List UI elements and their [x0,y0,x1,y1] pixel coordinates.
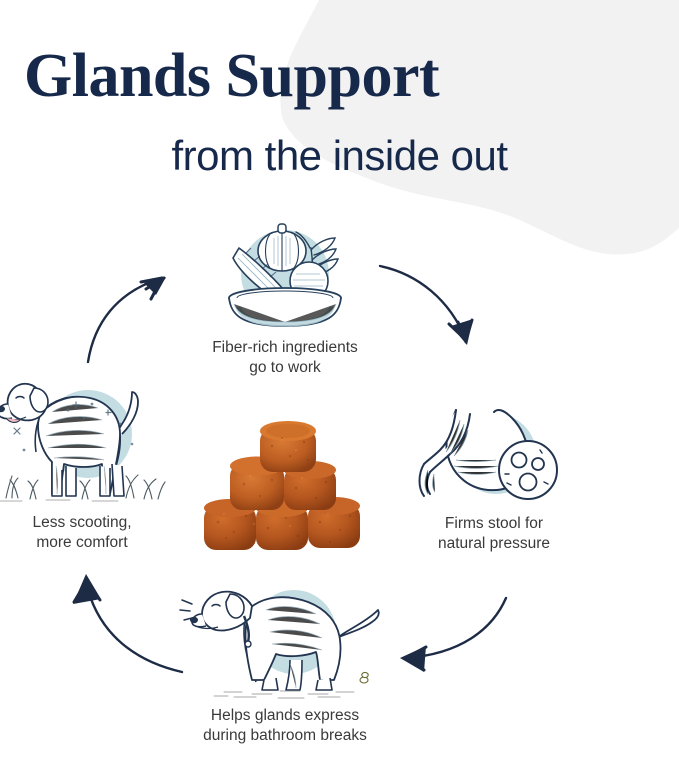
cycle-step-fiber: Fiber-rich ingredients go to work [178,212,392,379]
cycle-step-poop-caption: Helps glands express during bathroom bre… [203,707,367,745]
happy-standing-dog-icon [0,362,168,507]
squatting-dog-icon [168,560,402,700]
arrow-stomach-to-poop-icon [400,596,508,672]
page-subtitle: from the inside out [171,132,508,180]
stacked-brown-soft-chew-treats-image [198,418,374,560]
cycle-step-stomach: Firms stool for natural pressure [404,398,584,555]
cycle-step-stomach-caption: Firms stool for natural pressure [437,515,550,553]
stomach-with-magnified-cells-icon [404,398,584,508]
headline-block: Glands Support from the inside out [0,42,679,180]
cycle-step-scoot-caption: Less scooting, more comfort [32,514,132,552]
cycle-step-fiber-caption: Fiber-rich ingredients go to work [212,339,358,377]
arrow-fiber-to-stomach-icon [378,264,474,345]
page-title: Glands Support [24,42,440,110]
cycle-step-poop: Helps glands express during bathroom bre… [168,560,402,747]
dog-bowl-with-pumpkin-carrot-wheat-icon [178,212,392,332]
cycle-step-scoot: Less scooting, more comfort [0,362,168,554]
